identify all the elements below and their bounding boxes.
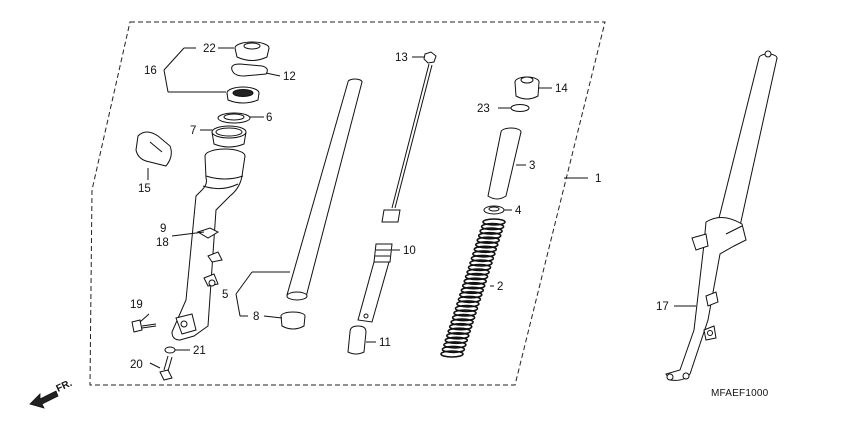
fork-bolt-14 [514, 76, 540, 100]
part-label-8: 8 [253, 311, 259, 323]
fork-pipe-5 [286, 78, 363, 301]
slider-bushing-7 [211, 125, 247, 148]
spring-coil [444, 336, 469, 345]
part-label-21: 21 [193, 345, 206, 357]
dust-seal-22 [234, 41, 270, 61]
spring-coil [473, 245, 498, 254]
part-label-12: 12 [283, 71, 296, 83]
spring-coil [461, 281, 486, 290]
spring-coil [480, 222, 505, 231]
fork-slider-group [131, 41, 270, 381]
spring-coil [440, 350, 464, 358]
spring-coil [460, 286, 485, 295]
spring-coil [477, 231, 502, 240]
oil-seal-16 [226, 86, 260, 104]
spring-coil [447, 327, 472, 336]
fork-assembly-17 [665, 50, 778, 381]
spring-coil [453, 309, 477, 317]
part-label-6: 6 [266, 112, 272, 124]
leader-lines [139, 47, 696, 369]
front-direction-indicator: FR. [29, 378, 74, 409]
oil-lock-piece-11 [347, 325, 367, 355]
part-label-19: 19 [130, 299, 143, 311]
diagram-code: MFAEF1000 [711, 388, 769, 399]
damper-rod-10 [357, 63, 433, 323]
part-label-22: 22 [203, 43, 216, 55]
pipe-bushing-8 [280, 311, 306, 330]
spring-coil [479, 227, 503, 235]
spring-coil [458, 290, 483, 299]
part-label-23: 23 [477, 103, 490, 115]
part-label-18: 18 [156, 237, 169, 249]
spring-coil [482, 218, 506, 226]
spring-coil [457, 295, 482, 304]
spring-coil [467, 263, 492, 272]
part-label-7: 7 [190, 125, 196, 137]
part-label-20: 20 [130, 359, 143, 371]
o-ring-23 [510, 104, 530, 112]
assembly-boundary [89, 21, 606, 386]
fork-spring-2 [440, 218, 506, 358]
part-label-1: 1 [595, 173, 601, 185]
bolt-20 [159, 355, 173, 381]
spring-coil [474, 241, 499, 249]
part-label-2: 2 [497, 281, 503, 293]
spring-coil [464, 272, 489, 281]
front-arrow-icon [29, 390, 59, 409]
washer-21 [164, 346, 176, 354]
spring-coil [476, 236, 501, 244]
part-label-16: 16 [144, 65, 157, 77]
part-label-9: 9 [160, 223, 166, 235]
part-label-14: 14 [555, 83, 568, 95]
spring-coil [450, 318, 474, 326]
part-label-11: 11 [379, 337, 391, 349]
backup-ring-6 [217, 112, 251, 124]
part-label-13: 13 [395, 52, 408, 64]
part-label-10: 10 [403, 245, 416, 257]
part-label-4: 4 [515, 205, 522, 217]
spacer-3 [487, 127, 522, 200]
spring-coil [466, 268, 490, 276]
spring-seat-4 [483, 205, 505, 215]
fork-slider-9-18 [171, 148, 246, 341]
spring-coil [454, 304, 479, 313]
spring-coil [469, 259, 493, 267]
part-label-3: 3 [529, 160, 535, 172]
part-label-17: 17 [656, 301, 669, 313]
spring-coil [441, 345, 466, 354]
spring-coil [470, 254, 495, 263]
spring-coil [451, 313, 476, 322]
lock-nut-13 [423, 51, 437, 64]
bolt-19 [131, 319, 157, 333]
spring-coil [448, 322, 473, 331]
spring-coil [472, 250, 496, 258]
part-label-15: 15 [138, 183, 151, 195]
spring-coil [456, 300, 480, 308]
spring-coil [463, 277, 488, 286]
spring-coil [445, 331, 470, 340]
part-label-5: 5 [222, 289, 228, 301]
guard-15 [135, 131, 172, 167]
front-direction-label: FR. [55, 378, 74, 395]
clip-12 [231, 63, 268, 77]
spring-coil [443, 341, 467, 349]
